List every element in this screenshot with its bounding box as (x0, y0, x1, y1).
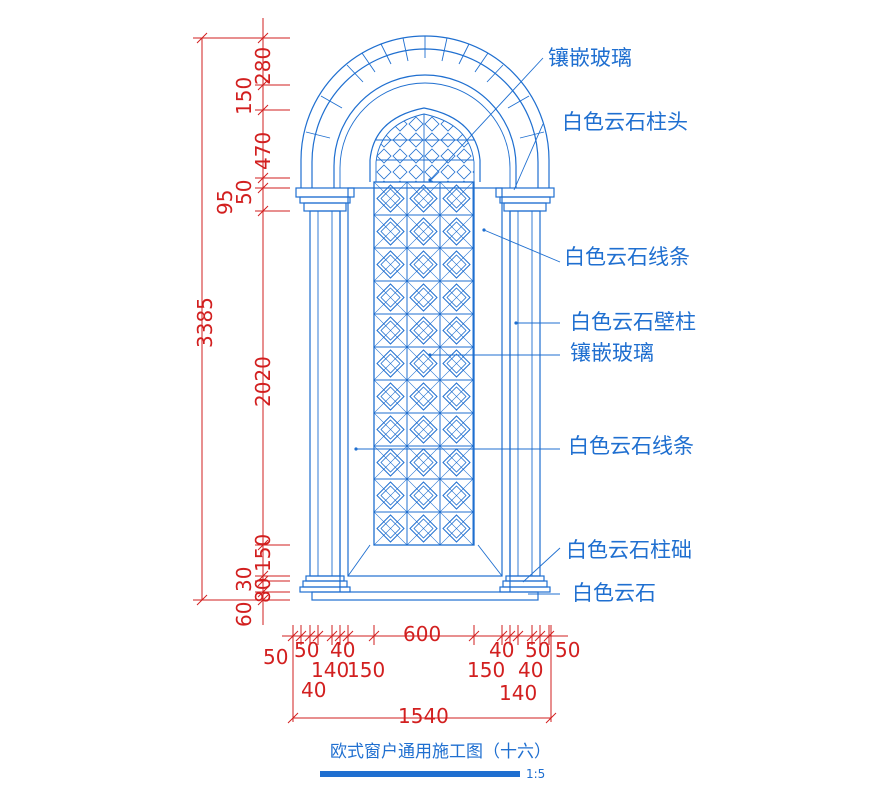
left-pilaster (309, 210, 341, 577)
dim-right-50a: 50 (525, 638, 550, 662)
dim-2020: 2020 (251, 356, 275, 407)
label-inlaid-glass-mid: 镶嵌玻璃 (570, 341, 654, 365)
dim-right-40a: 40 (489, 638, 514, 662)
label-inlaid-glass-top: 镶嵌玻璃 (548, 46, 632, 70)
arch-voussoirs (305, 36, 545, 139)
dim-total-1540: 1540 (398, 704, 449, 728)
drawing-title: 欧式窗户通用施工图（十六） (330, 742, 551, 762)
dim-280: 280 (251, 47, 275, 85)
leader-lines (356, 57, 561, 595)
dim-left-50a: 50 (263, 645, 288, 669)
dim-50: 50 (232, 180, 256, 205)
dim-right-50b: 50 (555, 638, 580, 662)
dim-3385: 3385 (193, 297, 217, 348)
dim-60: 60 (232, 602, 256, 627)
stone-sill (311, 591, 539, 601)
label-capital: 白色云石柱头 (562, 110, 688, 134)
dim-right-140: 140 (499, 681, 537, 705)
right-pilaster (509, 210, 541, 577)
right-capital-top (495, 187, 555, 198)
label-pilaster: 白色云石壁柱 (570, 310, 696, 334)
dim-left-40a: 40 (330, 638, 355, 662)
dim-left-40b: 40 (301, 678, 326, 702)
label-trim-top: 白色云石线条 (564, 245, 690, 269)
horizontal-dimensions: 50 50 40 140 150 40 600 40 50 50 150 40 … (263, 622, 580, 728)
vertical-dimensions: 280 150 470 50 95 3385 2020 150 30 80 60 (193, 18, 290, 627)
label-trim-bottom: 白色云石线条 (568, 434, 694, 458)
dim-150-bottom: 150 (251, 534, 275, 572)
dim-150-top: 150 (232, 77, 256, 115)
dim-right-150: 150 (467, 658, 505, 682)
label-stone-base: 白色云石 (572, 581, 656, 605)
dim-30: 30 (232, 567, 256, 592)
dim-95: 95 (213, 190, 237, 215)
dim-470: 470 (251, 132, 275, 170)
dim-left-140: 140 (311, 658, 349, 682)
title-underline (320, 771, 520, 777)
window-outline (295, 35, 555, 601)
dim-80: 80 (251, 578, 275, 603)
dim-right-40b: 40 (518, 658, 543, 682)
dim-width-600: 600 (403, 622, 441, 646)
dim-left-150: 150 (347, 658, 385, 682)
left-capital-top (295, 187, 355, 198)
label-column-base: 白色云石柱础 (566, 538, 692, 562)
drawing-scale: 1:5 (526, 767, 545, 781)
dim-left-50b: 50 (294, 638, 319, 662)
inlaid-glass-lattice (373, 181, 475, 546)
arch-glass-lattice (376, 114, 474, 182)
